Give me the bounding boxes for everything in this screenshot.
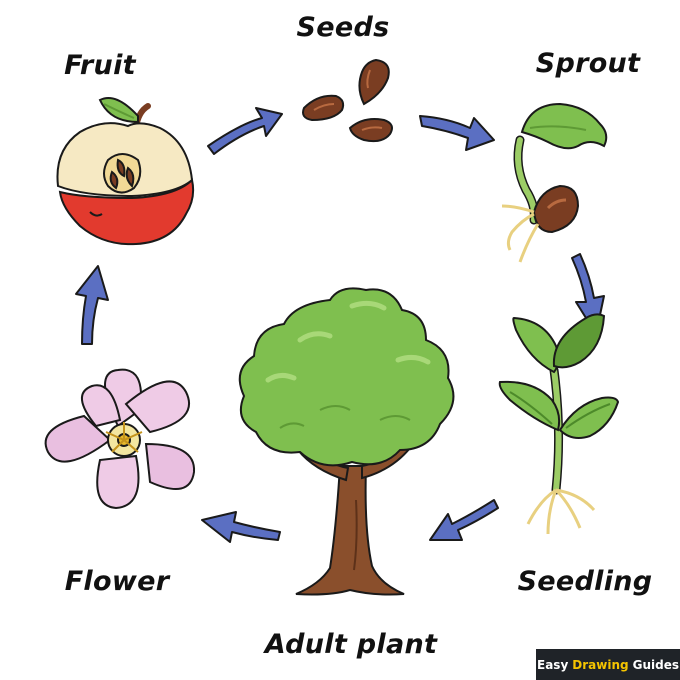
seeds-icon [302, 58, 393, 143]
apple-icon [56, 97, 195, 246]
sprout-icon [501, 102, 608, 263]
flower-icon [44, 368, 196, 510]
label-flower: Flower [65, 566, 171, 597]
label-seedling: Seedling [518, 566, 653, 597]
watermark: Easy Drawing Guides [536, 649, 680, 680]
watermark-drawing: Drawing [572, 657, 629, 672]
label-adult-plant: Adult plant [263, 629, 438, 660]
seedling-icon [498, 313, 620, 535]
tree-icon [238, 287, 455, 596]
arrow-adult-to-flower-icon [201, 511, 281, 543]
watermark-easy: Easy [537, 657, 569, 672]
arrow-seedling-to-adult-icon [429, 499, 499, 541]
arrow-seeds-to-sprout-icon [419, 115, 495, 151]
arrow-flower-to-fruit-icon [75, 265, 109, 345]
label-seeds: Seeds [297, 12, 390, 43]
label-sprout: Sprout [536, 48, 641, 79]
watermark-guides: Guides [632, 657, 679, 672]
label-fruit: Fruit [64, 50, 136, 81]
arrow-fruit-to-seeds-icon [207, 107, 283, 155]
